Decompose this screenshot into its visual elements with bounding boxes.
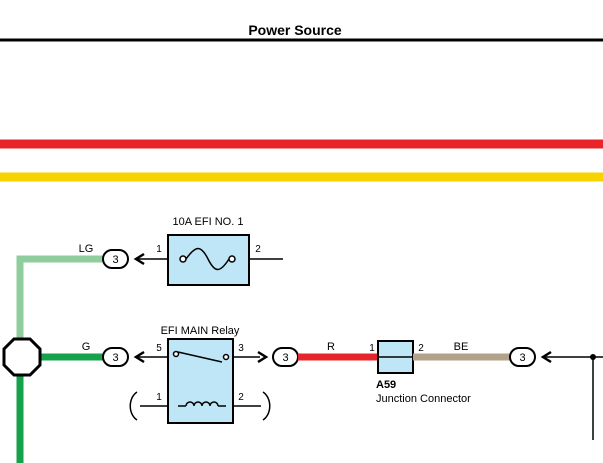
wire-break-right <box>262 391 271 421</box>
junction-code: A59 <box>376 379 396 391</box>
connector-relay-out: 3 <box>257 347 299 367</box>
svg-text:3: 3 <box>112 254 118 266</box>
wire-g-label: G <box>82 341 91 353</box>
fuse-pin-1: 1 <box>156 244 162 255</box>
wire-break-left <box>129 391 138 421</box>
splice-point <box>2 337 42 377</box>
svg-text:3: 3 <box>282 352 288 364</box>
relay-pin-5: 5 <box>156 343 162 354</box>
relay-efi-main: EFI MAIN Relay 5 3 1 2 <box>156 325 244 424</box>
wire-r-label: R <box>327 341 335 353</box>
wire-be-label: BE <box>454 341 469 353</box>
junction-name: Junction Connector <box>376 393 471 405</box>
fuse-efi-no1: 10A EFI NO. 1 1 2 <box>156 216 261 286</box>
wire-lg-label: LG <box>79 243 94 255</box>
relay-label: EFI MAIN Relay <box>161 325 240 337</box>
page-title: Power Source <box>248 22 342 38</box>
fuse-pin-2: 2 <box>255 244 261 255</box>
wire-lg <box>16 255 104 345</box>
junction-pin-1: 1 <box>369 343 375 354</box>
svg-text:3: 3 <box>112 352 118 364</box>
fuse-label: 10A EFI NO. 1 <box>173 216 244 228</box>
junction-pin-2: 2 <box>418 343 424 354</box>
relay-pin-2: 2 <box>238 392 244 403</box>
svg-text:3: 3 <box>519 352 525 364</box>
relay-pin-1: 1 <box>156 392 162 403</box>
relay-pin-3: 3 <box>238 343 244 354</box>
